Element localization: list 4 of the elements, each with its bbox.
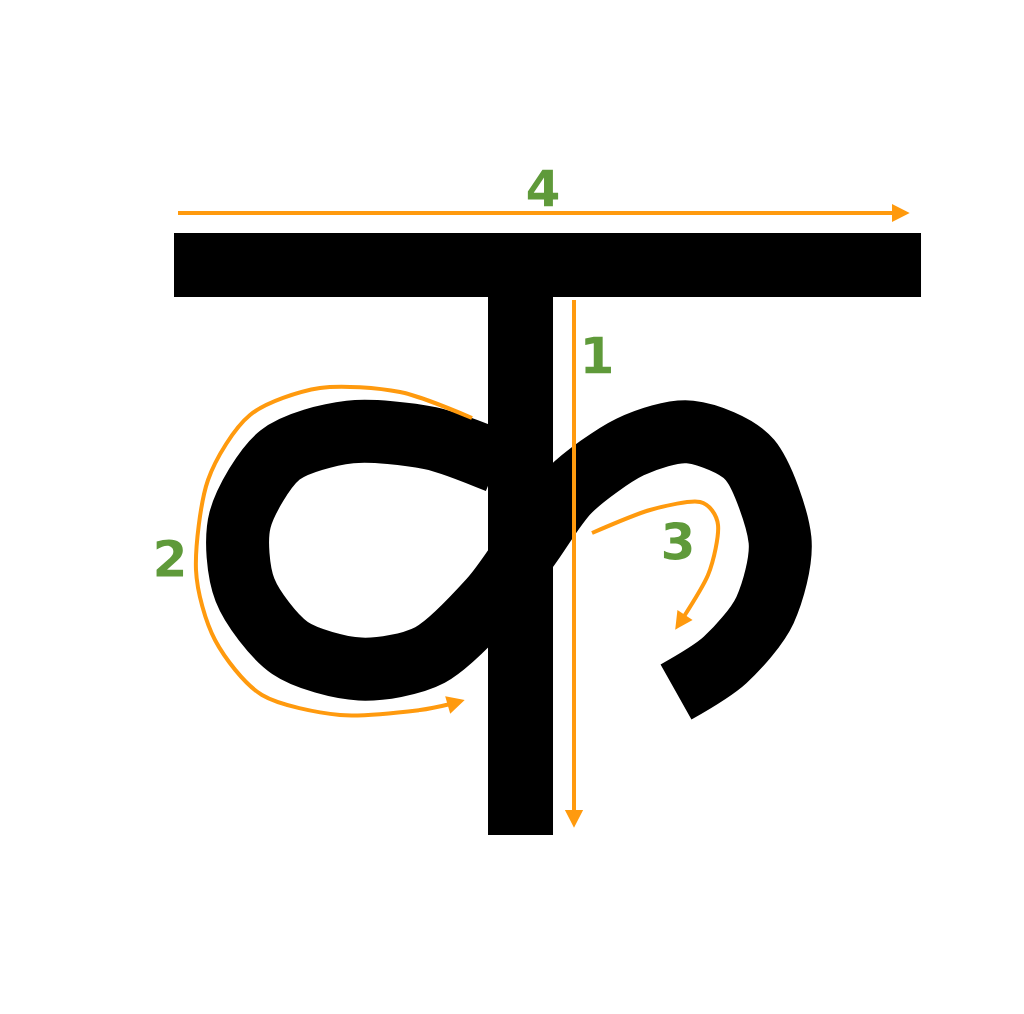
step-number: 2	[156, 539, 184, 577]
step-number: 3	[663, 522, 692, 560]
step-number: 1	[585, 336, 611, 374]
step-number: 4	[527, 169, 559, 207]
